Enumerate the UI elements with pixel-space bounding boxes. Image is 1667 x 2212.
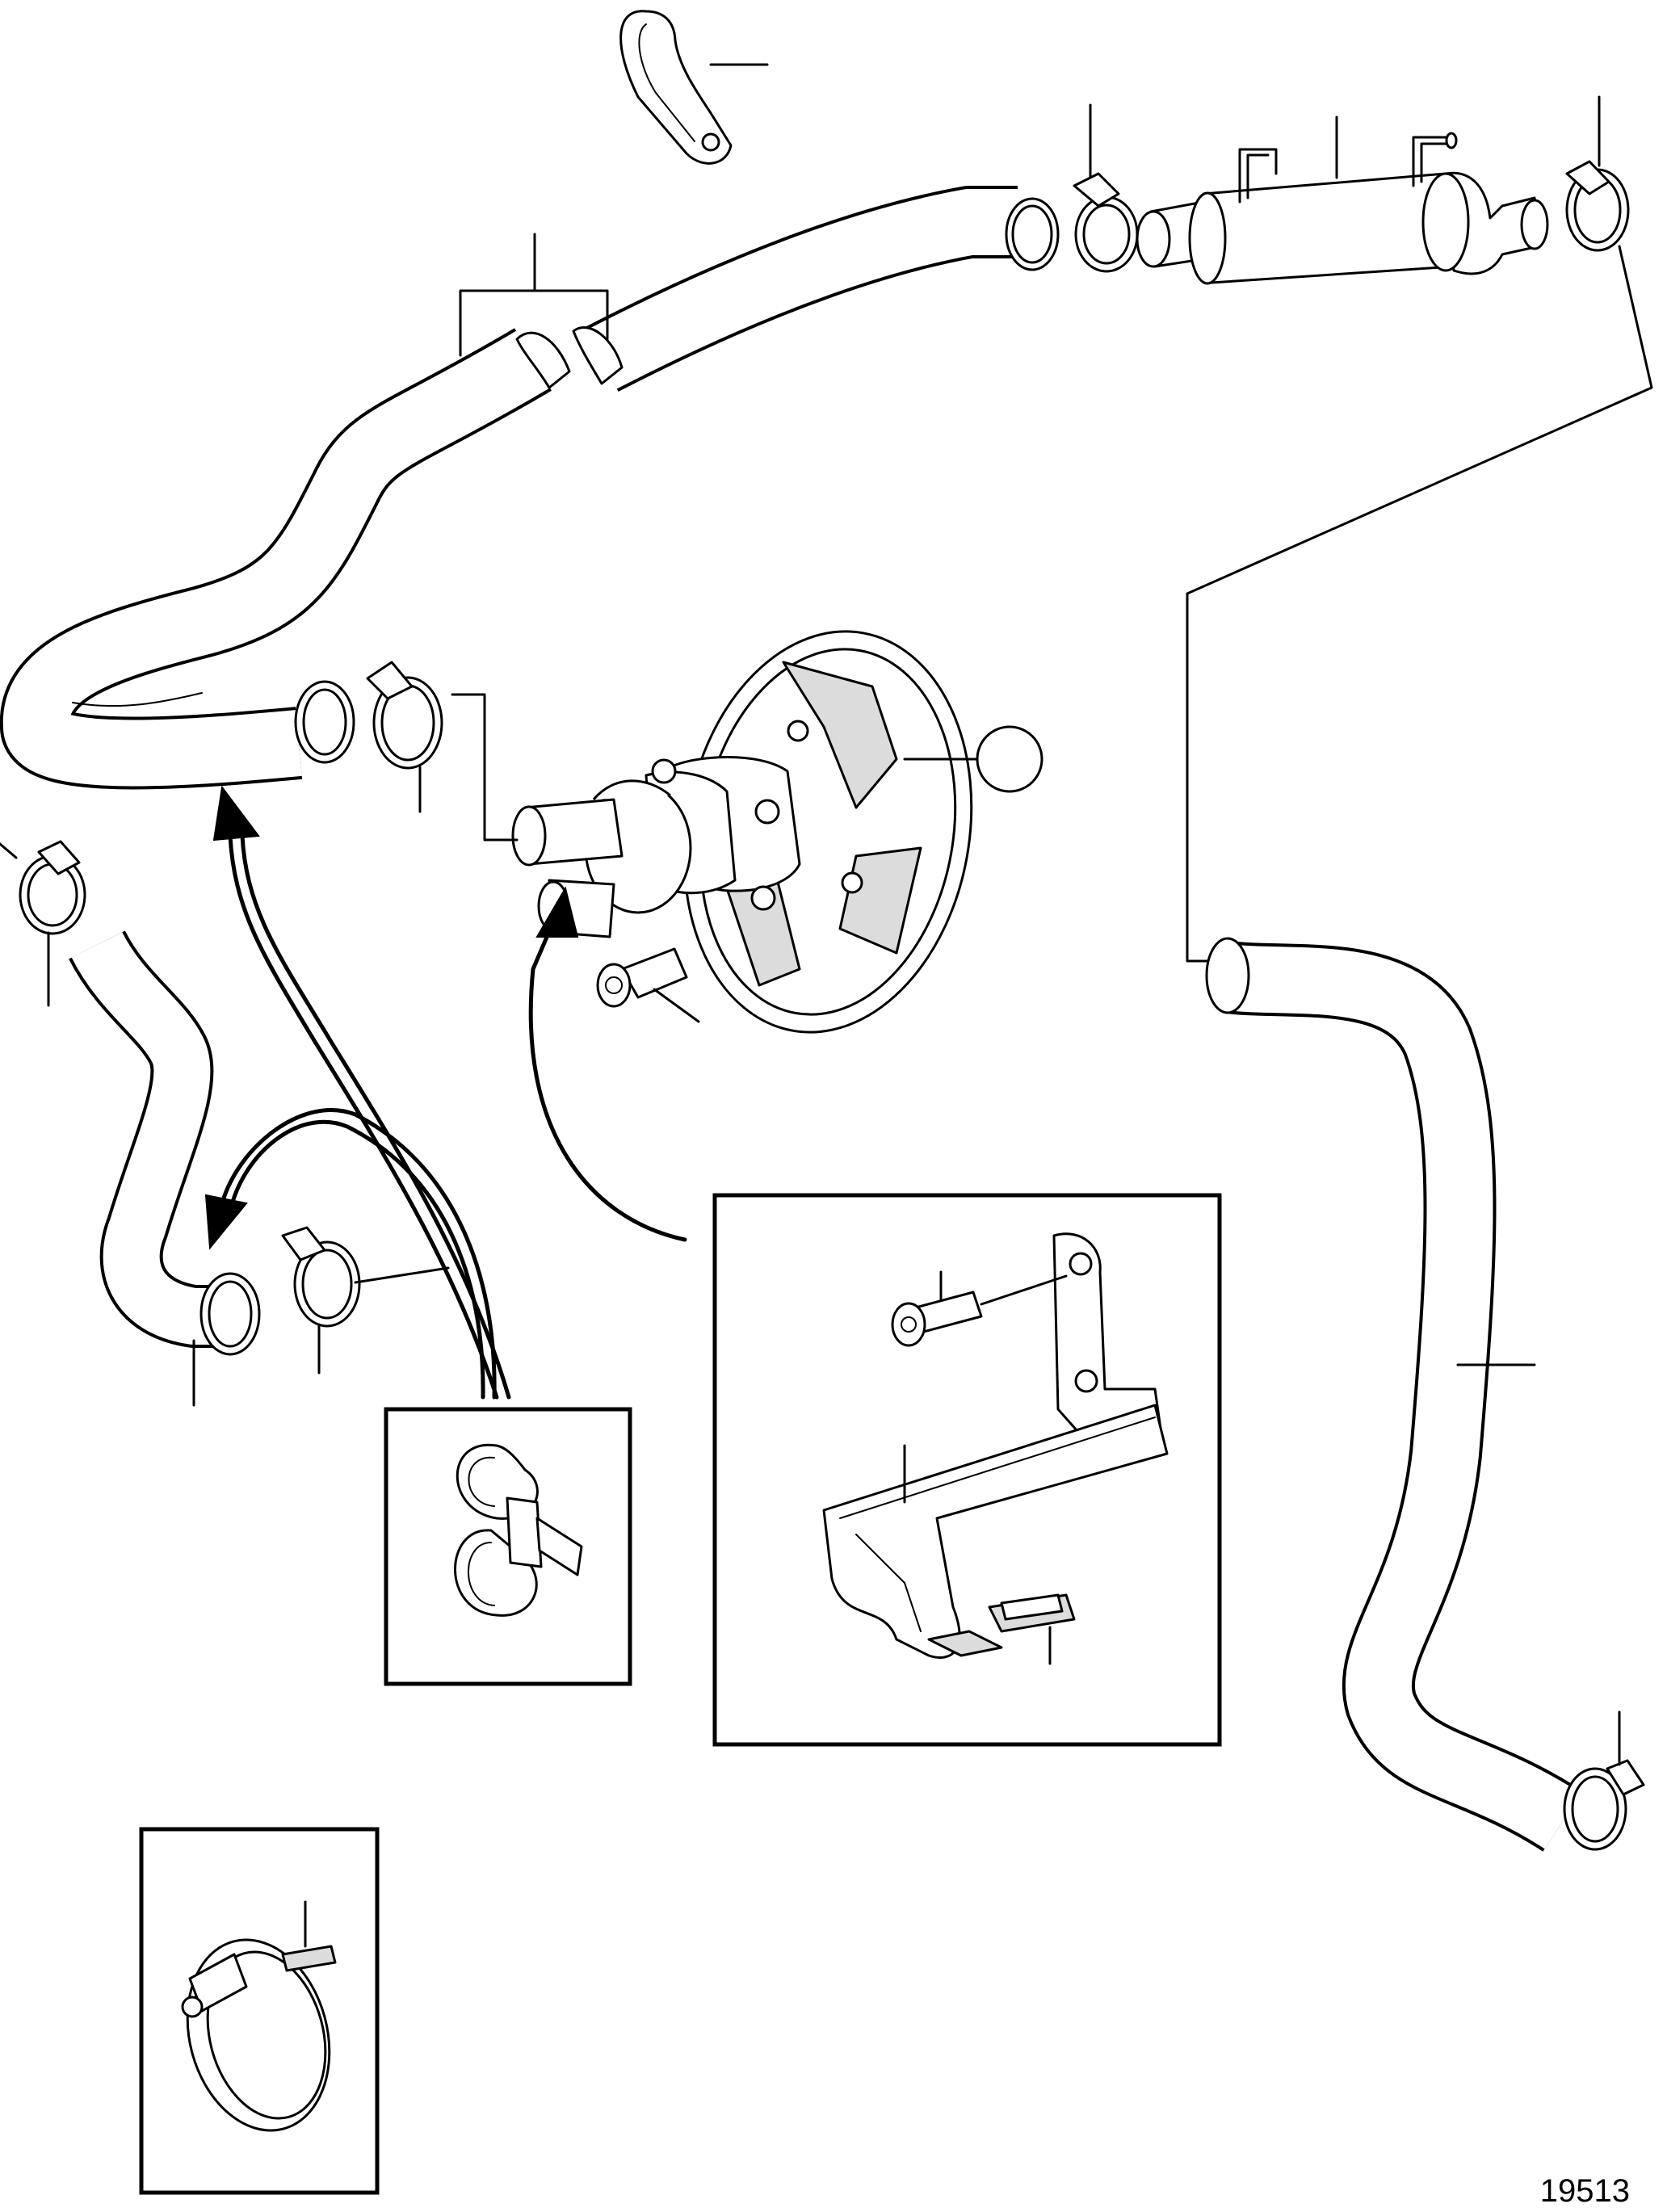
leader-line: [980, 1274, 1068, 1306]
hose-clamp-part: [1563, 1759, 1645, 1851]
right-hose-part: [1205, 937, 1583, 1852]
bolt-part: [891, 1291, 983, 1347]
leader-line: [451, 693, 519, 842]
cable-tie-part: [454, 1443, 583, 1617]
pump-part: [511, 630, 973, 1034]
hose-clamp-detail-part: [181, 1938, 337, 2132]
leader-line: [0, 842, 18, 859]
callout-circle: [976, 725, 1043, 793]
hose-end-ring-inner: [302, 688, 347, 756]
arrow-to-lower-hose: [204, 1108, 497, 1400]
hose-clamp-part: [19, 840, 86, 935]
clip-part: [988, 1593, 1076, 1633]
hose-clamp-part: [281, 1226, 361, 1328]
leader-line: [354, 1266, 450, 1284]
leader-line: [653, 988, 700, 1023]
hose-clamp-part: [366, 661, 443, 770]
upper-hose-left-part: [0, 328, 571, 790]
leader-line: [1186, 245, 1653, 963]
bolt-part: [596, 947, 688, 1008]
cooler-part: [1136, 132, 1549, 285]
upper-hose-right-part: [572, 186, 1018, 392]
lower-hose-part: [69, 930, 261, 1356]
hose-end-top-inner: [1011, 204, 1053, 264]
hose-clamp-part: [1565, 160, 1630, 252]
figure-number: 19513: [1540, 2173, 1630, 2209]
arrow-to-upper-hose: [212, 785, 511, 1400]
p-clip-part: [619, 10, 733, 165]
bracket-part: [822, 1232, 1169, 1659]
arrow-to-pump: [528, 886, 687, 1242]
hose-clamp-part: [1073, 172, 1139, 273]
